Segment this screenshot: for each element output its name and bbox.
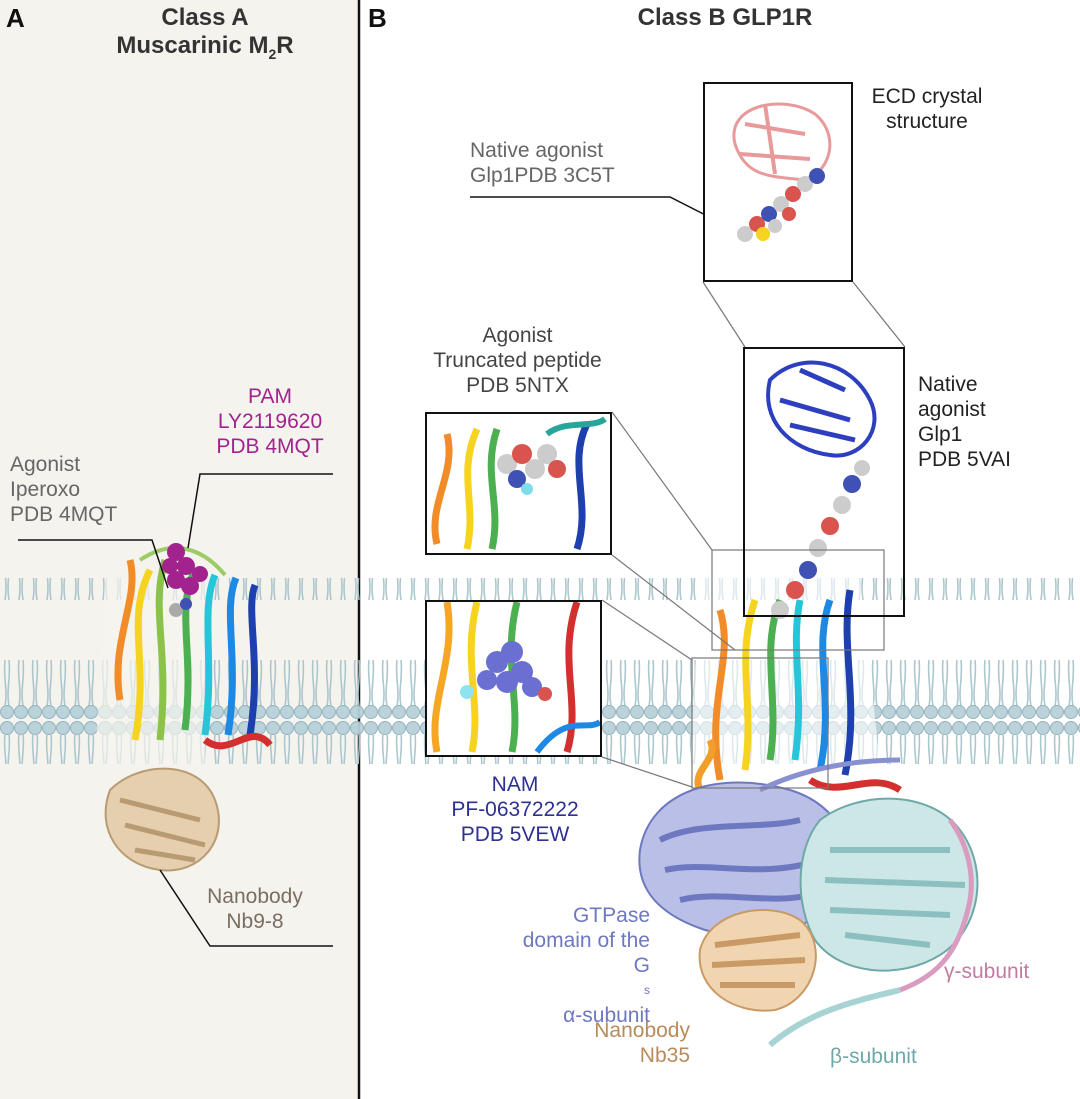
inset-agonist-5ntx [425,412,612,555]
beta-subunit [768,797,979,1048]
panel-a-letter: A [6,3,25,33]
glp1-peptide-5vai [771,460,870,619]
panel-a-title-pre: Muscarinic M [116,32,269,59]
inset-ecd-crystal [703,82,853,282]
label-beta-subunit: β-subunit [830,1045,917,1068]
inset-native-agonist-5vai [743,347,905,617]
panel-a-title-post: R [276,32,294,59]
nanobody-nb98 [104,767,220,872]
panel-a-title-sub: 2 [268,45,277,62]
m2r-receptor [114,546,273,750]
ecd-domain-5vai [766,360,877,458]
panel-a-title: Class A Muscarinic M2R [60,4,350,68]
gamma-subunit [899,818,974,993]
panel-b-letter: B [368,3,387,33]
panel-a-title-line2: Muscarinic M2R [60,32,350,68]
pam-ligand-spheres [162,543,208,595]
gs-alpha-subunit [638,757,901,937]
iperoxo-ligand-spheres [169,598,192,617]
panel-a-title-line1: Class A [161,4,249,31]
panel-b-title: Class B GLP1R [637,4,813,31]
leader-3c5t [470,196,736,231]
zoom-connector-lines [601,281,906,789]
label-gamma-subunit: γ-subunit [944,960,1030,983]
inset-nam-5vew [425,600,602,757]
nanobody-nb35 [698,909,817,1012]
panel-a-leader-lines [18,473,333,947]
